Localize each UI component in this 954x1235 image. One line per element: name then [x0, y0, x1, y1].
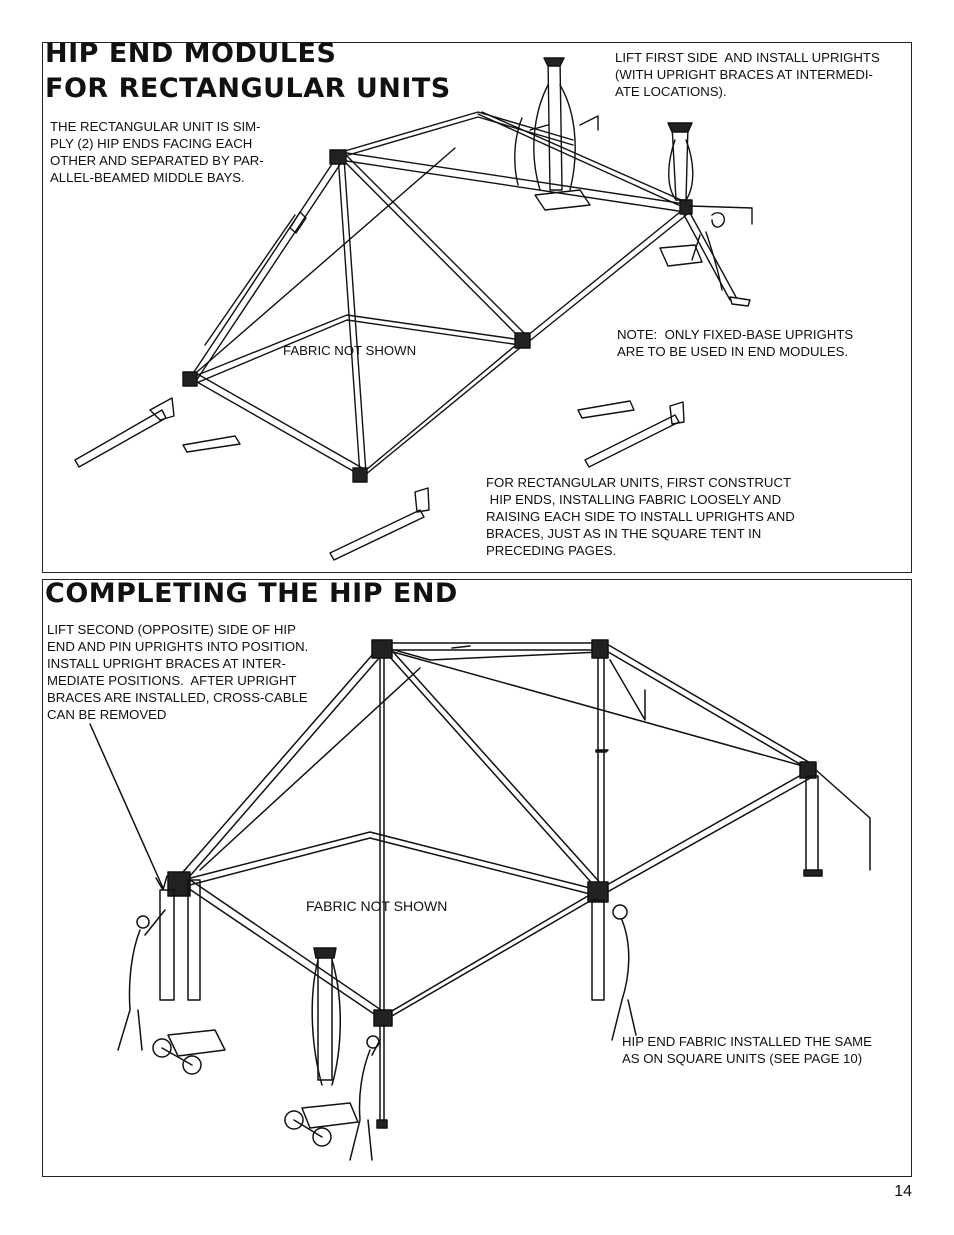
note-hip-end-fabric: HIP END FABRIC INSTALLED THE SAME AS ON … [622, 1034, 872, 1066]
section-title-completing-hip-end: COMPLETING THE HIP END [45, 578, 458, 609]
section-title-rectangular-units: FOR RECTANGULAR UNITS [45, 73, 451, 104]
note-rectangular-unit: THE RECTANGULAR UNIT IS SIM- PLY (2) HIP… [50, 119, 264, 185]
page-number: 14 [894, 1183, 912, 1200]
fabric-not-shown-label-bottom: FABRIC NOT SHOWN [306, 898, 448, 914]
note-fixed-base-uprights: NOTE: ONLY FIXED-BASE UPRIGHTS ARE TO BE… [617, 327, 854, 359]
fabric-not-shown-label: FABRIC NOT SHOWN [283, 343, 417, 358]
note-lift-first-side: LIFT FIRST SIDE AND INSTALL UPRIGHTS (WI… [615, 50, 880, 99]
section-title-hip-end-modules: HIP END MODULES [45, 38, 337, 69]
note-construct-hip-ends: FOR RECTANGULAR UNITS, FIRST CONSTRUCT H… [486, 475, 795, 558]
top-panel [42, 42, 912, 573]
note-lift-second-side: LIFT SECOND (OPPOSITE) SIDE OF HIP END A… [47, 622, 309, 722]
